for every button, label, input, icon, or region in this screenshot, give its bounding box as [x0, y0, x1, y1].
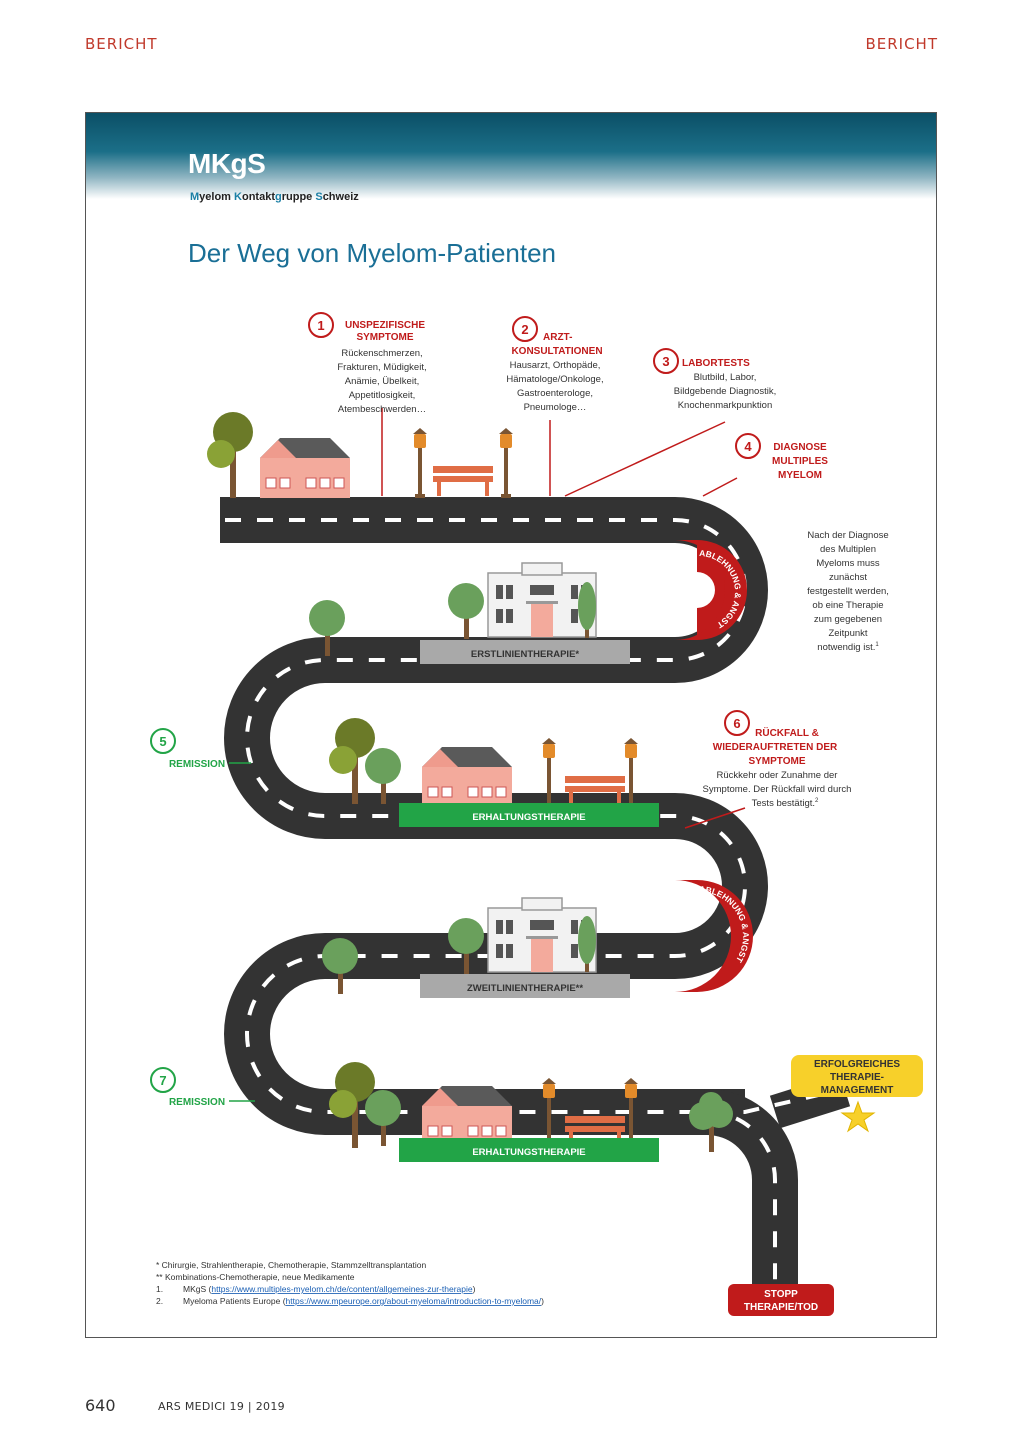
banner	[86, 113, 936, 199]
step-3: 3 LABORTESTS Blutbild, Labor, Bildgebend…	[653, 348, 776, 411]
svg-text:notwendig ist.1: notwendig ist.1	[817, 642, 879, 653]
step-1: 1 UNSPEZIFISCHE SYMPTOME Rückenschmerzen…	[308, 312, 427, 415]
svg-text:Symptome. Der Rückfall wird du: Symptome. Der Rückfall wird durch	[703, 784, 852, 795]
footnotes: * Chirurgie, Strahlentherapie, Chemother…	[156, 1260, 544, 1306]
svg-text:THERAPIE-: THERAPIE-	[830, 1072, 884, 1083]
svg-text:Blutbild, Labor,: Blutbild, Labor,	[694, 372, 757, 383]
svg-text:SYMPTOME: SYMPTOME	[356, 332, 413, 343]
svg-text:1.: 1.	[156, 1284, 163, 1294]
svg-text:ERHALTUNGSTHERAPIE: ERHALTUNGSTHERAPIE	[472, 812, 585, 823]
svg-text:Pneumologe…: Pneumologe…	[524, 402, 587, 413]
svg-text:ob eine Therapie: ob eine Therapie	[812, 600, 883, 611]
svg-text:3: 3	[662, 354, 669, 369]
step-5: 5 REMISSION	[150, 728, 251, 770]
step-2: 2 ARZT- KONSULTATIONEN Hausarzt, Orthopä…	[506, 316, 604, 413]
svg-text:REMISSION: REMISSION	[169, 759, 225, 770]
svg-text:MYELOM: MYELOM	[778, 470, 822, 481]
step-4: 4 DIAGNOSE MULTIPLES MYELOM	[735, 433, 828, 481]
platform-second-line: ZWEITLINIENTHERAPIE**	[420, 974, 630, 998]
svg-text:zunächst: zunächst	[829, 572, 867, 583]
step-7: 7 REMISSION	[150, 1067, 255, 1108]
svg-text:Rückkehr oder Zunahme der: Rückkehr oder Zunahme der	[717, 770, 838, 781]
svg-text:UNSPEZIFISCHE: UNSPEZIFISCHE	[345, 320, 425, 331]
svg-text:SYMPTOME: SYMPTOME	[748, 756, 805, 767]
svg-text:ZWEITLINIENTHERAPIE**: ZWEITLINIENTHERAPIE**	[467, 983, 583, 994]
svg-text:LABORTESTS: LABORTESTS	[682, 358, 750, 369]
svg-text:Nach der Diagnose: Nach der Diagnose	[807, 530, 888, 541]
svg-text:RÜCKFALL &: RÜCKFALL &	[755, 726, 819, 739]
svg-text:zum gegebenen: zum gegebenen	[814, 614, 882, 625]
scenery-top	[207, 412, 513, 499]
platform-first-line: ERSTLINIENTHERAPIE*	[420, 640, 630, 664]
star-icon	[840, 1100, 876, 1133]
stop-box: STOPP THERAPIE/TOD	[728, 1284, 834, 1316]
svg-text:ERHALTUNGSTHERAPIE: ERHALTUNGSTHERAPIE	[472, 1147, 585, 1158]
svg-text:MKgS (https://www.multiples-my: MKgS (https://www.multiples-myelom.ch/de…	[183, 1284, 476, 1294]
svg-text:des Multiplen: des Multiplen	[820, 544, 876, 555]
svg-text:Appetitlosigkeit,: Appetitlosigkeit,	[349, 390, 416, 401]
svg-text:Rückenschmerzen,: Rückenschmerzen,	[341, 348, 422, 359]
ablehnung-marker-1: ABLEHNUNG & ANGST	[675, 540, 747, 640]
svg-text:WIEDERAUFTRETEN DER: WIEDERAUFTRETEN DER	[713, 742, 838, 753]
svg-text:Frakturen, Müdigkeit,: Frakturen, Müdigkeit,	[337, 362, 426, 373]
svg-text:REMISSION: REMISSION	[169, 1097, 225, 1108]
reference-link-1[interactable]: https://www.multiples-myelom.ch/de/conte…	[211, 1284, 473, 1294]
reference-link-2[interactable]: https://www.mpeurope.org/about-myeloma/i…	[286, 1296, 542, 1306]
svg-text:Myeloms muss: Myeloms muss	[816, 558, 880, 569]
svg-text:** Kombinations-Chemotherapie,: ** Kombinations-Chemotherapie, neue Medi…	[156, 1272, 355, 1282]
svg-text:2.: 2.	[156, 1296, 163, 1306]
svg-text:7: 7	[159, 1073, 166, 1088]
pointer-line-3	[564, 421, 726, 497]
section-header-right: BERICHT	[865, 35, 938, 53]
svg-text:STOPP: STOPP	[764, 1289, 798, 1300]
svg-text:Atembeschwerden…: Atembeschwerden…	[338, 404, 426, 415]
platform-maintenance-2: ERHALTUNGSTHERAPIE	[399, 1138, 659, 1162]
infographic-title: Der Weg von Myelom-Patienten	[188, 238, 557, 268]
success-box: ERFOLGREICHES THERAPIE- MANAGEMENT	[791, 1055, 923, 1133]
svg-text:festgestellt werden,: festgestellt werden,	[807, 586, 889, 597]
svg-text:Knochenmarkpunktion: Knochenmarkpunktion	[678, 400, 773, 411]
svg-text:Gastroenterologe,: Gastroenterologe,	[517, 388, 593, 399]
step-6: 6 RÜCKFALL & WIEDERAUFTRETEN DER SYMPTOM…	[684, 710, 852, 829]
svg-text:Myeloma Patients Europe (https: Myeloma Patients Europe (https://www.mpe…	[183, 1296, 544, 1306]
svg-text:Anämie, Übelkeit,: Anämie, Übelkeit,	[345, 376, 419, 387]
svg-text:Hämatologe/Onkologe,: Hämatologe/Onkologe,	[506, 374, 603, 385]
svg-text:Bildgebende Diagnostik,: Bildgebende Diagnostik,	[674, 386, 776, 397]
svg-text:THERAPIE/TOD: THERAPIE/TOD	[744, 1302, 818, 1313]
svg-text:ARZT-: ARZT-	[543, 332, 572, 343]
svg-text:4: 4	[744, 439, 752, 454]
svg-text:Hausarzt, Orthopäde,: Hausarzt, Orthopäde,	[510, 360, 601, 371]
svg-text:ERSTLINIENTHERAPIE*: ERSTLINIENTHERAPIE*	[471, 649, 580, 660]
svg-text:DIAGNOSE: DIAGNOSE	[773, 442, 827, 453]
svg-text:KONSULTATIONEN: KONSULTATIONEN	[511, 346, 602, 357]
svg-text:MANAGEMENT: MANAGEMENT	[821, 1085, 894, 1096]
svg-text:2: 2	[521, 322, 528, 337]
platform-maintenance-1: ERHALTUNGSTHERAPIE	[399, 803, 659, 827]
svg-text:* Chirurgie, Strahlentherapie,: * Chirurgie, Strahlentherapie, Chemother…	[156, 1260, 427, 1270]
diagnosis-note: Nach der Diagnose des Multiplen Myeloms …	[807, 530, 889, 653]
svg-text:Zeitpunkt: Zeitpunkt	[828, 628, 867, 639]
svg-text:ERFOLGREICHES: ERFOLGREICHES	[814, 1059, 900, 1070]
svg-text:1: 1	[317, 318, 324, 333]
svg-text:Tests bestätigt.2: Tests bestätigt.2	[752, 798, 819, 809]
brand-subtitle: Myelom Kontaktgruppe Schweiz	[190, 191, 359, 203]
page-number: 640	[85, 1396, 116, 1415]
brand-name: MKgS	[188, 148, 266, 179]
svg-text:5: 5	[159, 734, 166, 749]
journal-name: ARS MEDICI 19 | 2019	[158, 1400, 285, 1413]
pointer-line-4	[702, 477, 738, 497]
svg-text:6: 6	[733, 716, 740, 731]
patient-journey-diagram: ABLEHNUNG & ANGST ABLEHNUNG & ANGST 1 UN…	[150, 312, 923, 1316]
svg-text:MULTIPLES: MULTIPLES	[772, 456, 828, 467]
section-header-left: BERICHT	[85, 35, 158, 53]
